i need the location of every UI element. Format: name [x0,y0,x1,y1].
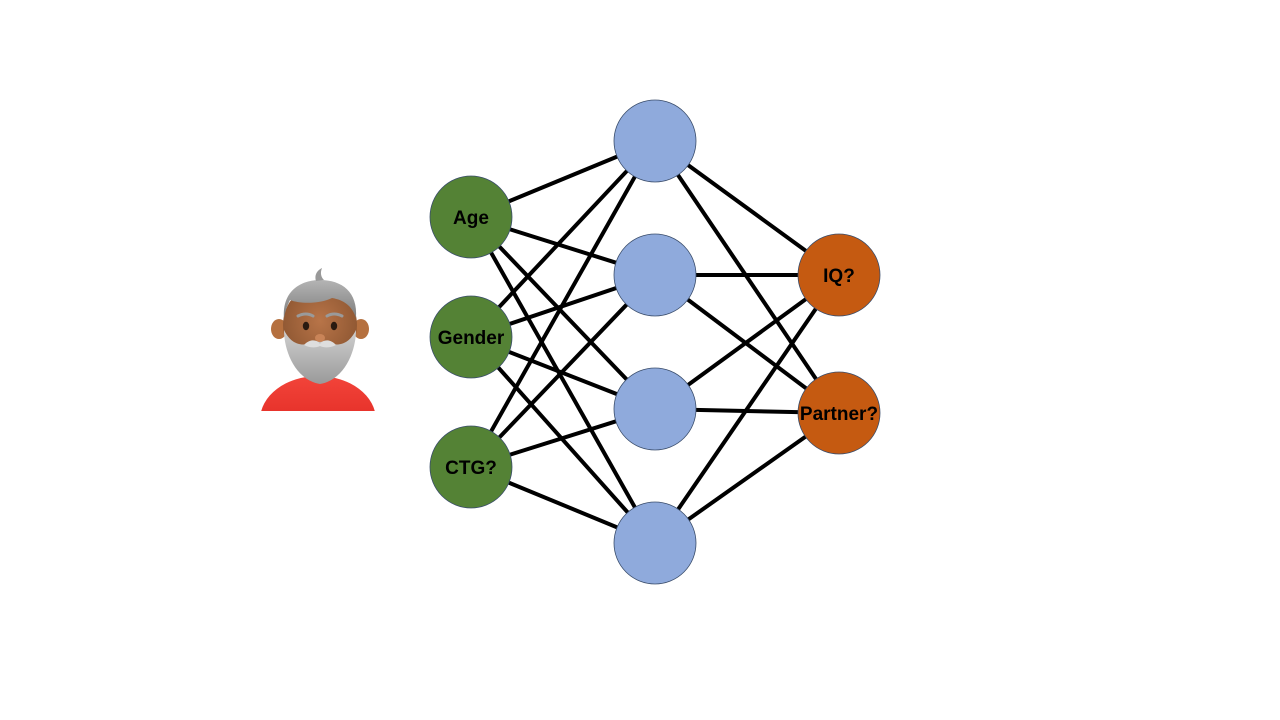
output-node-label: IQ? [823,266,855,287]
hidden-node-1 [613,233,697,317]
input-node-0: Age [429,175,513,259]
hidden-node-2 [613,367,697,451]
hidden-node-circle [613,99,697,183]
connection-input-2-hidden-1 [469,273,657,469]
hidden-node-circle [613,501,697,585]
output-node-circle [797,371,881,455]
input-node-label: Gender [438,328,505,349]
input-node-2: CTG? [429,425,513,509]
connection-input-0-hidden-2 [469,215,657,411]
avatar-shirt [261,376,375,411]
input-node-1: Gender [429,295,513,379]
output-node-0: IQ? [797,233,881,317]
input-node-circle [429,425,513,509]
connection-input-0-hidden-3 [469,216,657,544]
avatar-hair [283,280,357,318]
hidden-node-circle [613,367,697,451]
output-node-circle [797,233,881,317]
hidden-node-circle [613,233,697,317]
connection-input-2-hidden-0 [469,140,657,468]
bearded-older-man-icon [261,268,375,411]
input-node-circle [429,175,513,259]
avatar-beard [284,330,356,384]
output-node-1: Partner? [797,371,881,455]
connections [469,139,841,545]
output-node-label: Partner? [800,404,878,425]
hidden-node-0 [613,99,697,183]
connection-hidden-3-output-0 [653,273,841,545]
input-node-circle [429,295,513,379]
hidden-node-3 [613,501,697,585]
input-node-label: CTG? [445,458,497,479]
connection-input-1-hidden-0 [469,139,657,339]
input-node-label: Age [453,208,489,229]
